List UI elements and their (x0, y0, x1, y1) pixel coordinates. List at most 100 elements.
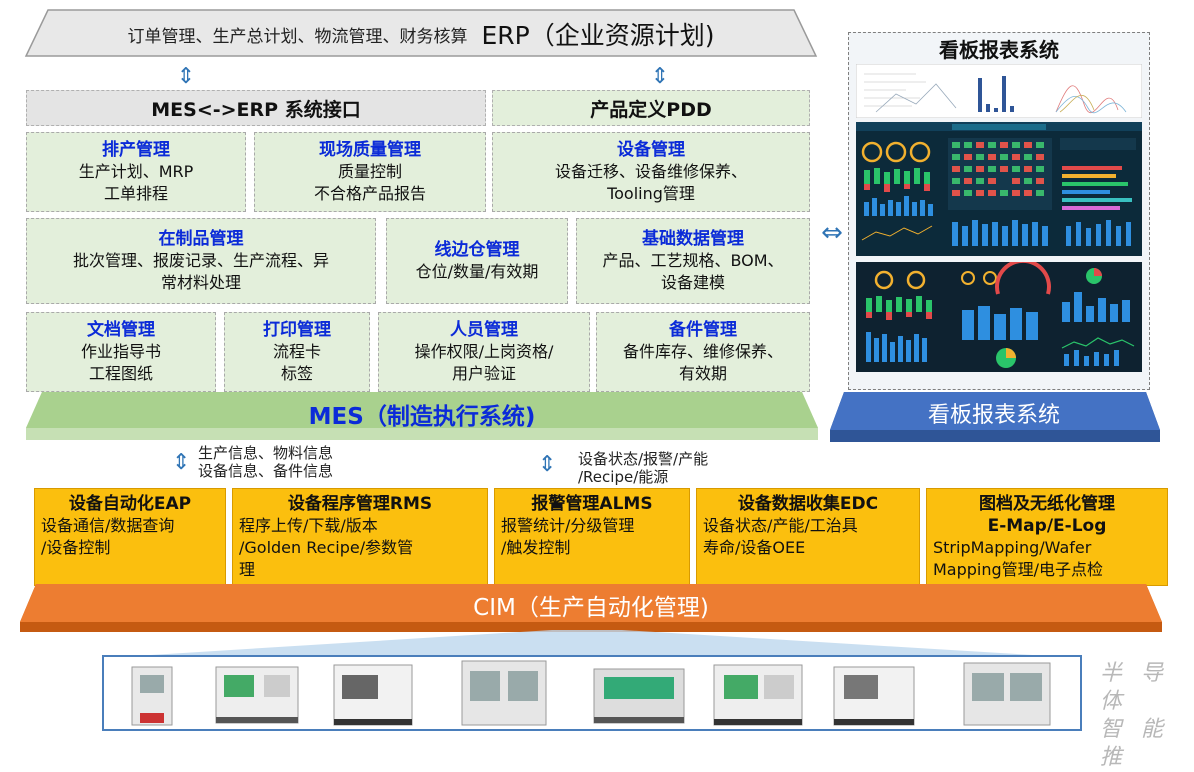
module-scheduling: 排产管理 生产计划、MRP 工单排程 (26, 132, 246, 212)
cim-module-title: 设备数据收集EDC (737, 494, 879, 514)
mes-base-label: MES（制造执行系统) (308, 404, 536, 430)
module-desc: 质量控制 (337, 162, 402, 181)
module-title: 人员管理 (450, 320, 518, 340)
cim-module-eap: 设备自动化EAP 设备通信/数据查询 /设备控制 (34, 488, 226, 586)
cim-module-desc: 设备状态/产能/工治具 (703, 516, 858, 535)
module-title: 排产管理 (102, 140, 170, 160)
module-desc: 产品、工艺规格、BOM、 (602, 251, 784, 270)
module-desc: 流程卡 (272, 342, 321, 361)
module-desc: 设备迁移、设备维修保养、 (554, 162, 747, 181)
module-title: 设备管理 (617, 140, 685, 160)
module-desc: 操作权限/上岗资格/ (414, 342, 554, 361)
erp-banner: 订单管理、生产总计划、物流管理、财务核算 ERP（企业资源计划) (26, 10, 816, 58)
cim-base-label: CIM（生产自动化管理) (473, 595, 709, 621)
machine-icon (713, 664, 803, 726)
module-desc: 作业指导书 (80, 342, 161, 361)
cim-module-desc: Mapping管理/电子点检 (933, 560, 1104, 579)
cim-base-shape (20, 584, 1162, 632)
cim-module-alms: 报警管理ALMS 报警统计/分级管理 /触发控制 (494, 488, 690, 586)
cim-module-edc: 设备数据收集EDC 设备状态/产能/工治具 寿命/设备OEE (696, 488, 920, 586)
erp-banner-shape (24, 9, 818, 57)
mes-erp-interface-label: MES<->ERP 系统接口 (151, 98, 361, 121)
machine-icon (333, 664, 413, 726)
module-printing: 打印管理 流程卡 标签 (224, 312, 370, 392)
cim-module-title: 图档及无纸化管理 (979, 494, 1115, 514)
module-quality: 现场质量管理 质量控制 不合格产品报告 (254, 132, 486, 212)
module-desc: 不合格产品报告 (313, 184, 426, 203)
watermark-line: 智 能 (1100, 717, 1169, 742)
machine-icon (593, 668, 685, 724)
watermark-line: 半 导 体 (1100, 661, 1169, 714)
watermark-line: 推 (1100, 745, 1129, 770)
module-desc: 工单排程 (103, 184, 168, 203)
mes-kanban-arrow-icon: ⇔ (821, 218, 843, 248)
cim-module-desc: 设备通信/数据查询 (41, 516, 175, 535)
module-line-warehouse: 线边仓管理 仓位/数量/有效期 (386, 218, 568, 304)
cim-module-desc: /触发控制 (501, 538, 571, 557)
cim-module-desc: /Golden Recipe/参数管 (239, 538, 414, 557)
module-desc: Tooling管理 (607, 184, 695, 203)
cim-module-desc: /设备控制 (41, 538, 111, 557)
module-desc: 备件库存、维修保养、 (622, 342, 783, 361)
erp-mes-arrow-icon: ⇕ (176, 64, 196, 89)
cim-module-desc: 理 (239, 560, 256, 579)
machine-icon (963, 662, 1051, 726)
module-title: 线边仓管理 (434, 240, 520, 260)
flow-line: /Recipe/能源 (578, 468, 669, 486)
module-desc: 仓位/数量/有效期 (415, 262, 539, 281)
module-desc: 生产计划、MRP (78, 162, 194, 181)
machine-icon (833, 666, 915, 726)
erp-pdd-arrow-icon: ⇕ (650, 64, 670, 89)
module-desc: 常材料处理 (160, 273, 241, 292)
flow-line: 生产信息、物料信息 (198, 444, 334, 462)
module-desc: 有效期 (678, 364, 727, 383)
module-title: 现场质量管理 (319, 140, 421, 160)
module-title: 基础数据管理 (642, 229, 744, 249)
flow-info-right: 设备状态/报警/产能 /Recipe/能源 (578, 450, 778, 490)
mes-cim-arrow-right-icon: ⇕ (538, 452, 557, 477)
equipment-images (131, 660, 1051, 726)
cim-module-desc: 程序上传/下载/版本 (239, 516, 378, 535)
watermark-text: 半 导 体 智 能 推 (1100, 660, 1194, 770)
module-wip: 在制品管理 批次管理、报废记录、生产流程、异 常材料处理 (26, 218, 376, 304)
cim-module-desc: 寿命/设备OEE (703, 538, 806, 557)
module-documents: 文档管理 作业指导书 工程图纸 (26, 312, 216, 392)
cim-module-title: 设备程序管理RMS (287, 494, 433, 514)
module-title: 在制品管理 (158, 229, 244, 249)
pdd-header: 产品定义PDD (492, 90, 810, 126)
module-desc: 批次管理、报废记录、生产流程、异 (72, 251, 329, 270)
module-title: 备件管理 (669, 320, 737, 340)
machine-icon (461, 660, 547, 726)
machine-icon (215, 666, 299, 724)
module-desc: 设备建模 (660, 273, 725, 292)
report-thumbnail (856, 64, 1142, 118)
module-title: 文档管理 (87, 320, 155, 340)
machine-icon (131, 666, 173, 726)
cim-module-rms: 设备程序管理RMS 程序上传/下载/版本 /Golden Recipe/参数管 … (232, 488, 488, 586)
flow-line: 设备信息、备件信息 (198, 462, 334, 480)
module-desc: 标签 (280, 364, 313, 383)
mes-cim-arrow-left-icon: ⇕ (172, 450, 191, 475)
kanban-title: 看板报表系统 (939, 38, 1059, 62)
flow-info-left: 生产信息、物料信息 设备信息、备件信息 (198, 444, 388, 484)
mes-base-shape (26, 392, 818, 440)
module-personnel: 人员管理 操作权限/上岗资格/ 用户验证 (378, 312, 590, 392)
module-equipment: 设备管理 设备迁移、设备维修保养、 Tooling管理 (492, 132, 810, 212)
module-title: 打印管理 (263, 320, 331, 340)
equipment-funnel (102, 630, 1082, 658)
module-desc: 用户验证 (451, 364, 516, 383)
module-desc: 工程图纸 (88, 364, 153, 383)
cim-module-title: 设备自动化EAP (68, 494, 192, 514)
pdd-label: 产品定义PDD (590, 98, 712, 121)
dashboard-screen-1 (856, 122, 1142, 256)
cim-module-desc: 报警统计/分级管理 (501, 516, 635, 535)
module-spare-parts: 备件管理 备件库存、维修保养、 有效期 (596, 312, 810, 392)
cim-module-desc: StripMapping/Wafer (933, 538, 1092, 557)
erp-subtitle: 订单管理、生产总计划、物流管理、财务核算 (127, 26, 468, 47)
cim-module-title: 报警管理ALMS (531, 494, 653, 514)
cim-module-title: E-Map/E-Log (987, 516, 1107, 536)
cim-module-emap: 图档及无纸化管理 E-Map/E-Log StripMapping/Wafer … (926, 488, 1168, 586)
module-base-data: 基础数据管理 产品、工艺规格、BOM、 设备建模 (576, 218, 810, 304)
kanban-base-label: 看板报表系统 (927, 403, 1060, 428)
kanban-base-shape (830, 392, 1160, 442)
